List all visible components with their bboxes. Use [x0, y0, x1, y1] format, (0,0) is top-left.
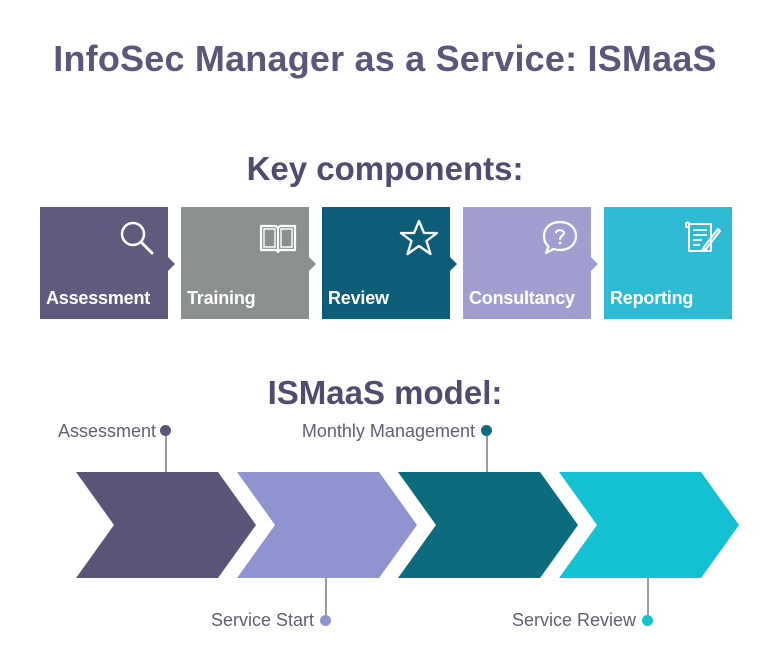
- component-consultancy: Consultancy: [463, 207, 598, 319]
- component-label: Assessment: [46, 288, 151, 308]
- star-icon: [399, 219, 439, 256]
- component-label: Training: [187, 288, 256, 308]
- document-pen-icon: [685, 221, 721, 252]
- annotation-monthly-management-dot: [481, 425, 492, 436]
- magnifier-icon: [120, 221, 154, 255]
- speech-bubble-question-icon: [542, 220, 578, 255]
- key-components-row: Assessment Training Review Consultancy: [40, 207, 732, 319]
- annotation-service-start-dot: [320, 615, 331, 626]
- model-stage-3-chevron: [398, 472, 578, 578]
- component-label: Review: [328, 288, 389, 308]
- model-stage-2-chevron: [237, 472, 417, 578]
- component-label: Consultancy: [469, 288, 575, 308]
- annotation-service-review-line: [647, 578, 649, 615]
- book-icon: [259, 224, 297, 254]
- connector-arrow: [168, 257, 175, 271]
- connector-arrow: [450, 257, 457, 271]
- page-title: InfoSec Manager as a Service: ISMaaS: [53, 38, 717, 79]
- annotation-service-start-line: [325, 578, 327, 615]
- model-stage-1-chevron: [76, 472, 256, 578]
- connector-arrow: [309, 257, 316, 271]
- annotation-assessment-dot: [160, 425, 171, 436]
- annotation-service-review-dot: [642, 615, 653, 626]
- annotation-monthly-management-line: [486, 436, 488, 472]
- model-stage-4-chevron: [559, 472, 739, 578]
- annotation-assessment: Assessment: [57, 421, 156, 441]
- annotation-service-review: Service Review: [511, 610, 636, 630]
- component-reporting: Reporting: [604, 207, 732, 319]
- annotation-assessment-line: [165, 436, 167, 472]
- component-review: Review: [322, 207, 457, 319]
- component-training: Training: [181, 207, 316, 319]
- annotation-service-start: Service Start: [210, 610, 314, 630]
- key-components-heading: Key components:: [246, 150, 524, 187]
- connector-arrow: [591, 257, 598, 271]
- model-heading: ISMaaS model:: [267, 374, 503, 411]
- annotation-monthly-management: Monthly Management: [301, 421, 475, 441]
- component-assessment: Assessment: [40, 207, 175, 319]
- component-label: Reporting: [610, 288, 694, 308]
